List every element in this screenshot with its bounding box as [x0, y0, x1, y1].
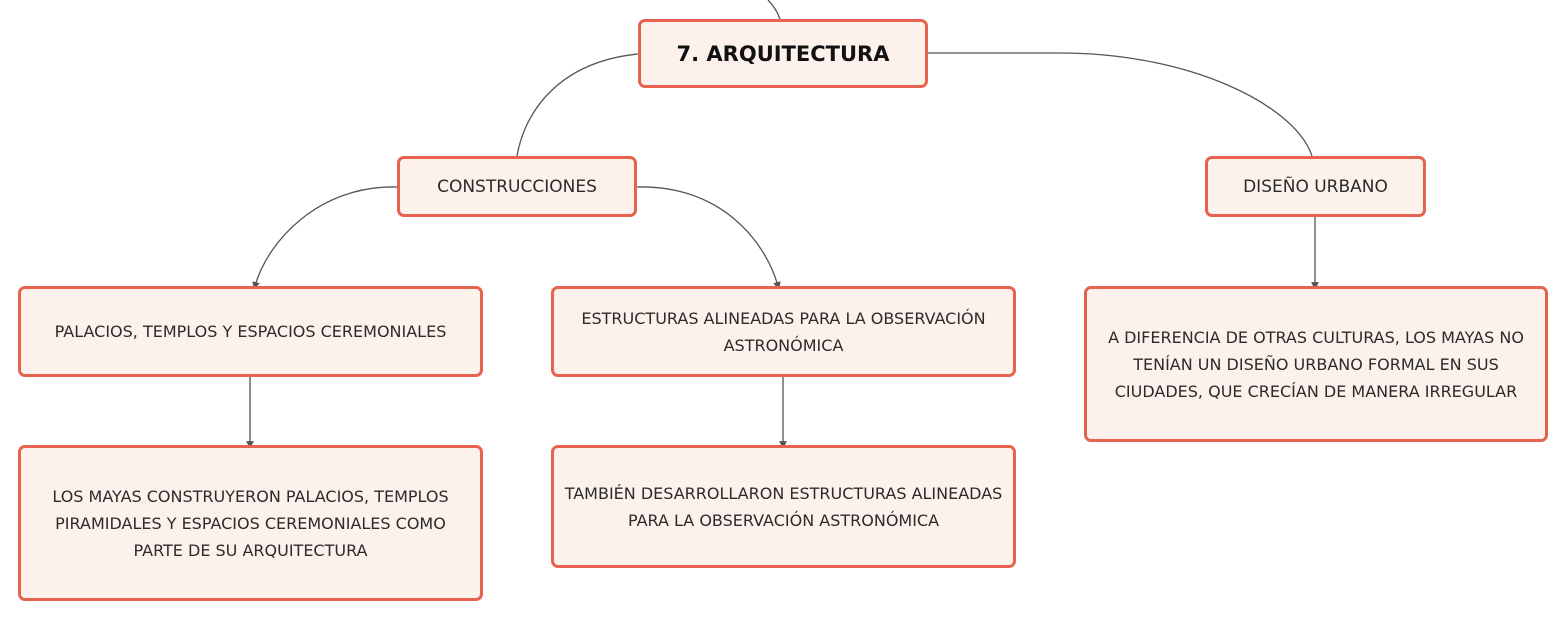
diseno-urbano-detail-node[interactable]: A DIFERENCIA DE OTRAS CULTURAS, LOS MAYA…: [1084, 286, 1548, 442]
estructuras-detail-node-text: TAMBIÉN DESARROLLARON ESTRUCTURAS ALINEA…: [564, 483, 1003, 530]
construcciones-node[interactable]: CONSTRUCCIONES: [397, 156, 637, 217]
palacios-detail-node-text: LOS MAYAS CONSTRUYERON PALACIOS, TEMPLOS…: [52, 486, 449, 560]
diseno-urbano-node-label: DISEÑO URBANO: [1243, 176, 1388, 197]
connector-construcciones-to-estructuras: [636, 186, 781, 290]
estructuras-node[interactable]: ESTRUCTURAS ALINEADAS PARA LA OBSERVACIÓ…: [551, 286, 1016, 377]
connector-root-to-construcciones: [516, 53, 639, 157]
construcciones-node-label: CONSTRUCCIONES: [437, 176, 597, 197]
diseno-urbano-detail-node-text: A DIFERENCIA DE OTRAS CULTURAS, LOS MAYA…: [1108, 327, 1524, 401]
estructuras-detail-node[interactable]: TAMBIÉN DESARROLLARON ESTRUCTURAS ALINEA…: [551, 445, 1016, 568]
root-node[interactable]: 7. ARQUITECTURA: [638, 19, 928, 88]
palacios-node-label: PALACIOS, TEMPLOS Y ESPACIOS CEREMONIALE…: [54, 322, 447, 341]
connector-root-to-diseno-urbano: [928, 52, 1313, 157]
palacios-node[interactable]: PALACIOS, TEMPLOS Y ESPACIOS CEREMONIALE…: [18, 286, 483, 377]
palacios-detail-node[interactable]: LOS MAYAS CONSTRUYERON PALACIOS, TEMPLOS…: [18, 445, 483, 601]
estructuras-node-label: ESTRUCTURAS ALINEADAS PARA LA OBSERVACIÓ…: [581, 308, 986, 355]
diseno-urbano-node[interactable]: DISEÑO URBANO: [1205, 156, 1426, 217]
root-node-label: 7. ARQUITECTURA: [676, 41, 890, 66]
connector-construcciones-to-palacios: [252, 186, 398, 290]
connector-parent-to-root: [767, 0, 781, 20]
